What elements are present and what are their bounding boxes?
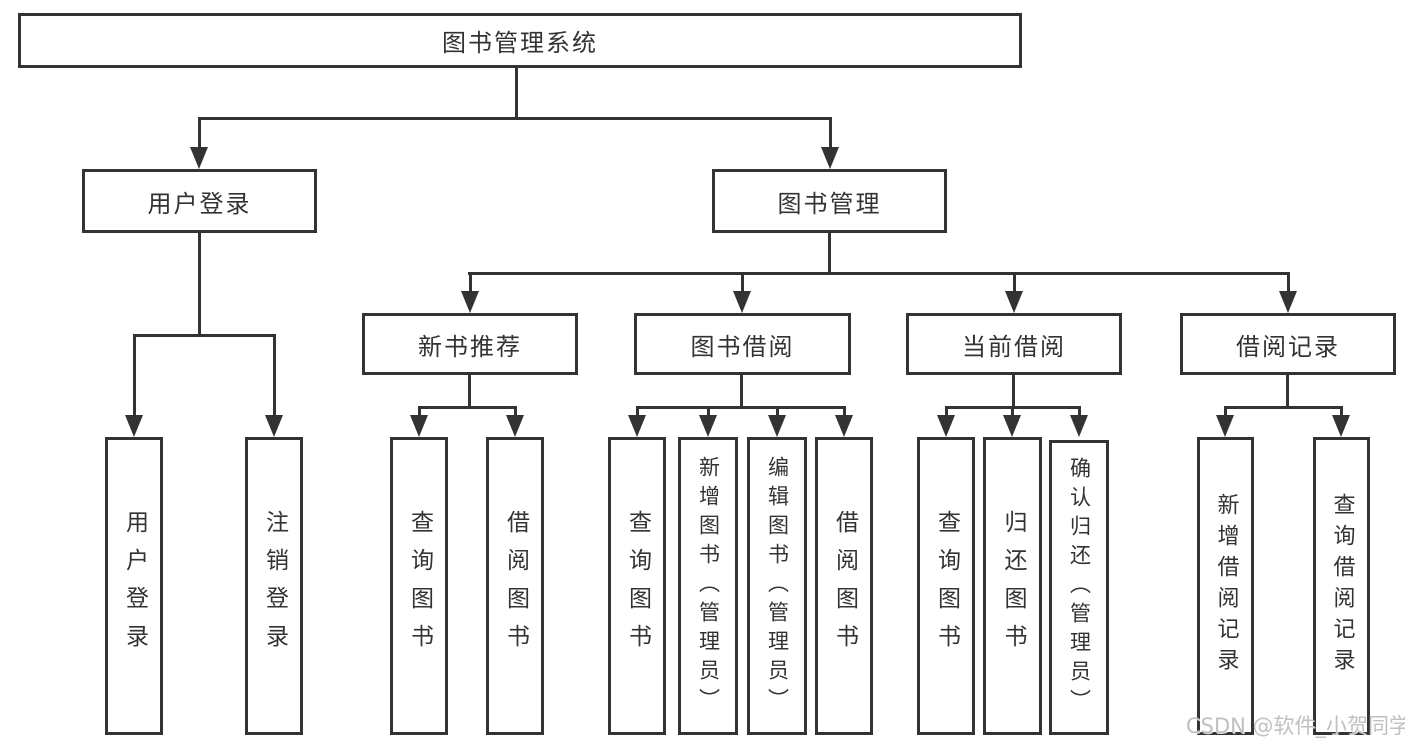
arrow-shaft (1340, 406, 1343, 417)
arrow-down-icon (190, 147, 208, 169)
leaf-label: 查询图书 (933, 510, 960, 662)
node-current-borrowing: 当前借阅 (906, 313, 1122, 375)
arrow-shaft (514, 406, 517, 417)
watermark: CSDN @软件_小贺同学 (1186, 714, 1405, 738)
leaf-edit-books-admin: 编辑图书（管理员） (747, 437, 807, 735)
line-v (468, 375, 471, 408)
line-h (468, 272, 1290, 275)
node-label: 图书借阅 (690, 332, 795, 361)
arrow-shaft (418, 406, 421, 417)
arrow-down-icon (628, 415, 646, 437)
leaf-logout-login: 注销登录 (245, 437, 303, 735)
line-v (1286, 375, 1289, 408)
leaf-label: 查询借阅记录 (1329, 493, 1355, 679)
arrow-down-icon (1279, 291, 1297, 313)
arrow-shaft (776, 406, 779, 417)
line-h (133, 334, 275, 337)
node-label: 当前借阅 (962, 332, 1066, 361)
leaf-label: 借阅图书 (831, 510, 858, 662)
arrow-down-icon (1003, 415, 1021, 437)
arrow-down-icon (768, 415, 786, 437)
arrow-shaft (469, 272, 472, 293)
arrow-shaft (843, 406, 846, 417)
arrow-shaft (1078, 406, 1081, 417)
arrow-down-icon (937, 415, 955, 437)
arrow-shaft (273, 334, 276, 417)
leaf-label: 新增图书（管理员） (696, 455, 721, 717)
arrow-shaft (198, 117, 201, 149)
node-label: 借阅记录 (1236, 332, 1340, 361)
node-library-management-system: 图书管理系统 (18, 13, 1022, 68)
arrow-down-icon (1216, 415, 1234, 437)
node-new-book-recommendation: 新书推荐 (362, 313, 578, 375)
arrow-down-icon (821, 147, 839, 169)
leaf-add-borrow-record: 新增借阅记录 (1197, 437, 1254, 735)
node-borrowing-records: 借阅记录 (1180, 313, 1396, 375)
arrow-down-icon (699, 415, 717, 437)
line-h (198, 117, 831, 120)
arrow-down-icon (506, 415, 524, 437)
arrow-down-icon (265, 415, 283, 437)
leaf-borrow-books-borrowing: 借阅图书 (815, 437, 873, 735)
arrow-shaft (1287, 272, 1290, 293)
arrow-down-icon (1070, 415, 1088, 437)
leaf-query-borrow-record: 查询借阅记录 (1313, 437, 1370, 735)
arrow-shaft (1224, 406, 1227, 417)
arrow-shaft (707, 406, 710, 417)
node-label: 用户登录 (147, 189, 252, 218)
leaf-user-login: 用户登录 (105, 437, 163, 735)
node-label: 图书管理 (777, 189, 882, 218)
arrow-down-icon (461, 291, 479, 313)
line-v (515, 68, 518, 118)
leaf-label: 查询图书 (624, 510, 651, 662)
leaf-label: 借阅图书 (502, 510, 529, 662)
line-v (198, 233, 201, 335)
line-v (1012, 375, 1015, 408)
leaf-label: 编辑图书（管理员） (765, 455, 790, 717)
arrow-down-icon (835, 415, 853, 437)
line-v (828, 232, 831, 274)
arrow-down-icon (1332, 415, 1350, 437)
arrow-down-icon (733, 291, 751, 313)
line-h (1224, 406, 1342, 409)
arrow-shaft (741, 272, 744, 293)
node-user-login: 用户登录 (82, 169, 317, 233)
node-label: 图书管理系统 (442, 29, 598, 57)
leaf-borrow-books-recommend: 借阅图书 (486, 437, 544, 735)
leaf-label: 注销登录 (261, 510, 288, 662)
leaf-query-books-current: 查询图书 (917, 437, 975, 735)
leaf-query-books-borrowing: 查询图书 (608, 437, 666, 735)
node-book-management: 图书管理 (712, 169, 947, 233)
arrow-shaft (636, 406, 639, 417)
arrow-shaft (1013, 272, 1016, 293)
arrow-shaft (1011, 406, 1014, 417)
arrow-shaft (829, 117, 832, 149)
leaf-query-books-recommend: 查询图书 (390, 437, 448, 735)
leaf-label: 用户登录 (121, 510, 148, 662)
leaf-label: 确认归还（管理员） (1067, 457, 1092, 718)
leaf-label: 归还图书 (1000, 510, 1026, 662)
leaf-confirm-return-admin: 确认归还（管理员） (1049, 440, 1109, 735)
leaf-label: 查询图书 (406, 510, 433, 662)
line-h (418, 406, 517, 409)
node-book-borrowing: 图书借阅 (634, 313, 851, 375)
leaf-add-books-admin: 新增图书（管理员） (678, 437, 738, 735)
arrow-down-icon (410, 415, 428, 437)
arrow-down-icon (125, 415, 143, 437)
leaf-return-books: 归还图书 (983, 437, 1042, 735)
leaf-label: 新增借阅记录 (1213, 493, 1239, 679)
line-h (636, 406, 845, 409)
line-v (740, 375, 743, 408)
arrow-shaft (945, 406, 948, 417)
node-label: 新书推荐 (418, 332, 522, 361)
arrow-shaft (133, 334, 136, 417)
arrow-down-icon (1005, 291, 1023, 313)
